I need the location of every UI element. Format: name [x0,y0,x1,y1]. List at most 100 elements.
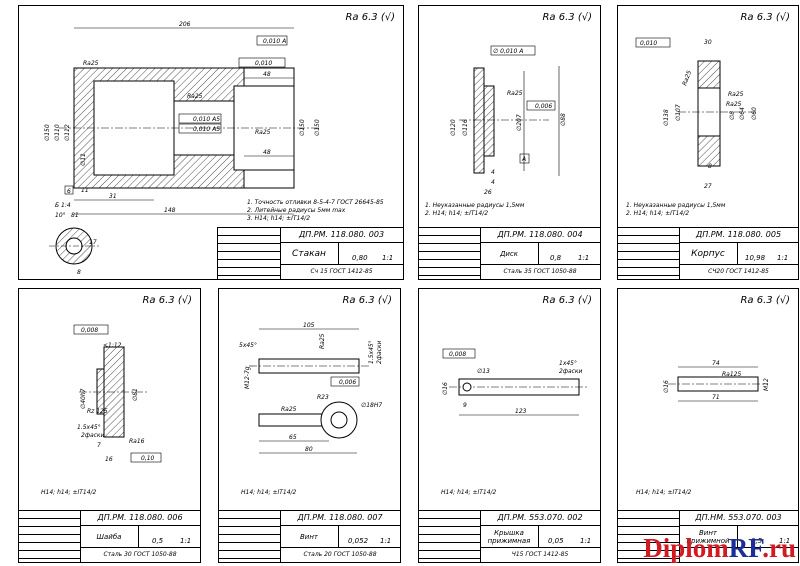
mass: 0,5 [152,537,164,545]
dim-6: 6 [67,188,71,195]
dim-26: 26 [484,189,492,196]
roughness-mark: Ra 6.3 (√) [740,295,790,306]
dim-r23: R23 [317,394,329,401]
dim-8: 8 [708,163,712,170]
drawing-sheet-2: Ra 6.3 (√) ∅ 0,010 А Ra25 0,006 4 4 26 ∅… [418,5,601,280]
part-drawing-shaiba: 0,008 <1:12 ∅40h7 ∅81 Rz 125 1.5х45° 2фа… [73,324,162,463]
dim-80: 80 [305,446,313,453]
scale: 1:1 [777,254,789,262]
scale: 1:1 [180,537,192,545]
chamfer-5: 5х45° [239,342,257,349]
mass: 0,80 [352,254,368,262]
dim-11: 11 [81,187,89,194]
tech-notes: Н14; h14; ±IT14/2 [241,489,297,496]
dim-105: 105 [303,322,315,329]
drawing-sheet-1: Ra 6.3 (√) 206 48 48 148 31 11 6 Б 1:4 1… [18,5,404,280]
tol-010: 0,10 [141,455,155,462]
mass: 0,8 [550,254,562,262]
dim-48-top: 48 [263,71,271,78]
dim-206: 206 [179,21,191,28]
datum-a: А [521,156,526,163]
tech-notes: Н14; h14; ±IT14/2 [636,489,692,496]
dim-d207: ∅207 [516,114,523,131]
tech-notes: 1. Неуказанные радиусы 1,5мм 2. Н14; h14… [626,202,726,217]
tech-notes: Н14; h14; ±IT14/2 [441,489,497,496]
rough-ra25-2: Ra25 [728,91,744,98]
scale: 1:1 [578,254,590,262]
dim-30: 30 [704,39,712,46]
dim-angle: 10° [55,212,66,219]
part-drawing-korpus: 0,010 30 Ra25 Ra25 Ra25 ∅138 ∅107 ∅8 ∅64… [635,37,758,190]
material: СЧ20 ГОСТ 1412-85 [679,264,798,279]
drawing-sheet-5: Ra 6.3 (√) 105 5х45° Ra25 1.5х45° 2фаски… [218,288,401,563]
dim-d64: ∅64 [739,107,746,120]
scale: 1:1 [580,537,592,545]
scale: 1:1 [380,537,392,545]
rough-ra125: Ra125 [722,371,741,378]
dim-27: 27 [704,183,712,190]
tol-pos: ∅ 0,010 А [493,48,523,55]
dim-148: 148 [164,207,176,214]
drawing-sheet-7: Ra 6.3 (√) 74 Ra125 ∅16 М12 71 Н14; h14;… [617,288,799,563]
drawing-code: ДП.РМ. 118.080. 003 [280,228,403,243]
material: Сталь 30 ГОСТ 1050-88 [80,547,200,562]
tol-0006: 0,006 [339,379,356,386]
dim-d8: ∅8 [729,111,736,120]
dim-81: 81 [71,212,79,219]
part-drawing-stakan: 206 48 48 148 31 11 6 Б 1:4 10° 81 17 8 … [44,21,321,276]
thread-m12: М12-7g [244,366,251,389]
drawing-code: ДП.РМ. 118.080. 005 [679,228,798,243]
roughness-mark: Ra 6.3 (√) [542,295,592,306]
dim-7: 7 [97,442,101,449]
chamfer-count: 2фаски [81,432,105,439]
drawing-code: ДП.РМ. 553.070. 002 [480,511,600,526]
dim-9: 9 [463,402,467,409]
dim-8: 8 [77,269,81,276]
dim-71: 71 [712,394,720,401]
chamfer: 1х45° [559,360,577,367]
dim-31: 31 [109,193,117,200]
roughness-mark: Ra 6.3 (√) [740,12,790,23]
dim-taper: Б 1:4 [55,202,71,209]
part-name: Стакан [280,242,339,265]
part-drawing-kryshka: 0,008 ∅13 1х45° 2фаски ∅16 9 123 [442,348,589,416]
part-name: Диск [480,242,539,265]
title-block: ДП.РМ. 553.070. 002 Крышка прижимная 0,0… [419,510,600,562]
tech-notes: 1. Неуказанные радиусы 1,5мм 2. Н14; h14… [425,202,525,217]
tol-0008: 0,008 [449,351,466,358]
drawing-sheet-3: Ra 6.3 (√) 0,010 30 Ra25 Ra25 Ra25 ∅138 … [617,5,799,280]
mass: 10,98 [745,254,766,262]
tol-a5-2: 0,010 А5 [193,126,220,133]
material: Сталь 35 ГОСТ 1050-88 [480,264,600,279]
dim-d150-1: ∅150 [44,124,51,141]
part-drawing-disk: ∅ 0,010 А Ra25 0,006 4 4 26 ∅120 ∅116 ∅2… [450,45,567,196]
title-block: ДП.РМ. 118.080. 004 Диск 0,8 1:1 Сталь 35… [419,227,600,279]
part-name: Винт [280,525,339,548]
dim-d120: ∅120 [450,119,457,136]
drawing-code: ДП.РМ. 118.080. 004 [480,228,600,243]
rough-ra25-3: Ra25 [726,101,742,108]
rough-ra25-2: Ra25 [281,406,297,413]
dim-4a: 4 [491,169,495,176]
dim-d150-3: ∅150 [314,119,321,136]
thread-m12: М12 [763,378,770,391]
rough-ra25-1: Ra25 [83,60,99,67]
dim-48-bottom: 48 [263,149,271,156]
tol-0010: 0,010 [640,40,657,47]
tol-a5-1: 0,010 А5 [193,116,220,123]
dim-d16: ∅16 [442,382,449,395]
part-name: Крышка прижимная [480,525,539,548]
roughness-mark: Ra 6.3 (√) [345,12,395,23]
material: Сч 15 ГОСТ 1412-85 [280,264,403,279]
chamfer-count: 2фаски [376,340,383,364]
dim-d11: ∅11 [80,153,87,166]
dim-d13: ∅13 [477,368,490,375]
mass: 0,052 [348,537,369,545]
material [679,547,798,562]
scale: 1:1 [382,254,394,262]
dim-d107: ∅107 [675,104,682,121]
material: Сталь 20 ГОСТ 1050-88 [280,547,400,562]
